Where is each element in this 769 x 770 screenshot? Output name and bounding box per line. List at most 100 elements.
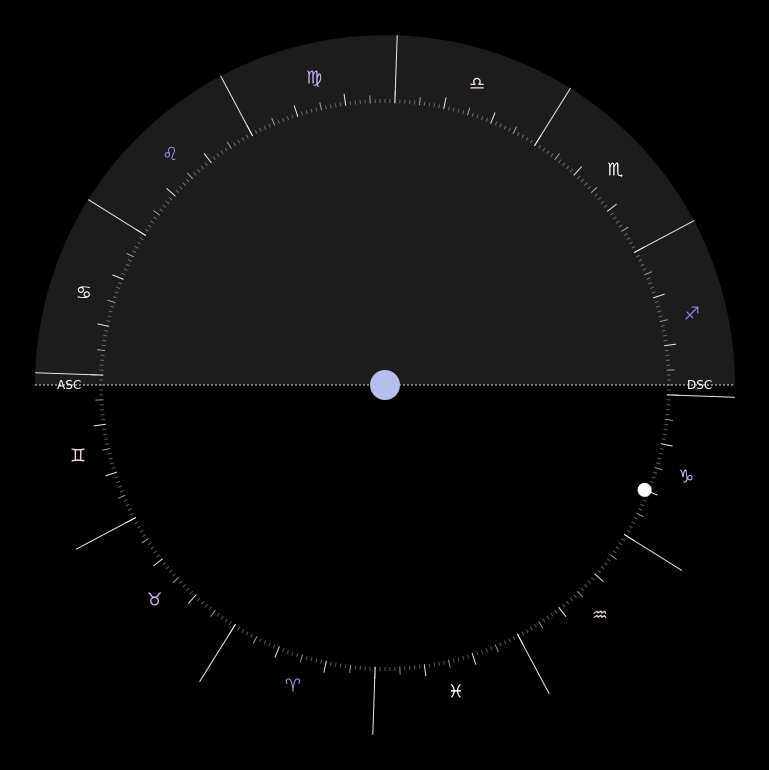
degree-tick bbox=[428, 663, 431, 668]
body-marker[interactable] bbox=[637, 482, 652, 497]
degree-tick bbox=[165, 200, 170, 205]
degree-tick bbox=[150, 220, 155, 224]
degree-tick bbox=[245, 134, 249, 139]
degree-tick bbox=[631, 245, 636, 249]
degree-tick bbox=[103, 433, 108, 436]
degree-tick bbox=[542, 147, 546, 152]
degree-tick bbox=[139, 237, 144, 241]
degree-tick bbox=[263, 125, 267, 130]
degree-tick bbox=[111, 466, 116, 470]
degree-tick bbox=[102, 447, 111, 451]
degree-tick bbox=[305, 655, 308, 661]
degree-tick bbox=[162, 562, 167, 566]
sign-divider bbox=[220, 75, 254, 137]
degree-tick bbox=[623, 233, 628, 236]
degree-tick bbox=[443, 660, 445, 665]
degree-tick bbox=[220, 615, 224, 620]
degree-tick bbox=[343, 93, 347, 106]
degree-tick bbox=[153, 210, 161, 216]
degree-tick bbox=[499, 642, 502, 647]
degree-tick bbox=[250, 633, 254, 638]
degree-tick bbox=[263, 640, 267, 645]
degree-tick bbox=[117, 494, 126, 499]
sign-glyphs: ♈︎♉︎♊︎♋︎♌︎♍︎♎︎♏︎♐︎♑︎♒︎♓︎ bbox=[70, 68, 700, 703]
degree-tick bbox=[538, 621, 544, 629]
degree-tick bbox=[132, 250, 137, 254]
degree-tick bbox=[466, 654, 470, 659]
degree-tick bbox=[587, 580, 592, 585]
degree-tick bbox=[618, 542, 623, 546]
degree-tick bbox=[137, 525, 142, 529]
degree-tick bbox=[241, 628, 245, 633]
degree-tick bbox=[277, 119, 280, 124]
degree-tick bbox=[165, 565, 170, 570]
aquarius-icon: ♒︎ bbox=[592, 605, 608, 626]
degree-tick bbox=[339, 663, 342, 668]
degree-tick bbox=[662, 334, 667, 337]
degree-tick bbox=[97, 323, 110, 327]
degree-tick bbox=[245, 631, 249, 636]
degree-tick bbox=[172, 576, 180, 584]
degree-tick bbox=[291, 651, 294, 656]
degree-tick bbox=[141, 538, 149, 544]
degree-tick bbox=[216, 153, 220, 158]
degree-tick bbox=[315, 658, 318, 663]
degree-tick bbox=[196, 597, 201, 602]
degree-tick bbox=[423, 101, 426, 106]
center-body[interactable] bbox=[370, 370, 400, 400]
degree-tick bbox=[153, 216, 158, 220]
degree-tick bbox=[606, 558, 611, 562]
degree-tick bbox=[172, 573, 176, 577]
degree-tick bbox=[220, 150, 224, 155]
degree-tick bbox=[259, 127, 262, 132]
degree-tick bbox=[485, 117, 488, 122]
degree-tick bbox=[642, 499, 647, 502]
degree-tick bbox=[423, 664, 427, 677]
degree-tick bbox=[594, 193, 598, 197]
degree-tick bbox=[603, 204, 608, 208]
degree-tick bbox=[107, 452, 112, 455]
degree-tick bbox=[615, 546, 620, 550]
degree-tick bbox=[521, 134, 525, 139]
degree-tick bbox=[534, 623, 537, 628]
degree-tick bbox=[117, 282, 122, 285]
degree-tick bbox=[112, 296, 117, 299]
degree-tick bbox=[621, 226, 629, 232]
degree-tick bbox=[208, 606, 212, 611]
degree-tick bbox=[254, 129, 258, 134]
degree-tick bbox=[664, 343, 677, 347]
degree-tick bbox=[480, 649, 484, 654]
degree-tick bbox=[142, 534, 147, 537]
degree-tick bbox=[644, 271, 653, 276]
degree-tick bbox=[565, 165, 570, 170]
sign-divider bbox=[75, 516, 137, 550]
degree-tick bbox=[127, 508, 132, 511]
degree-tick bbox=[546, 615, 550, 620]
libra-icon: ♎︎ bbox=[469, 73, 485, 94]
degree-tick bbox=[334, 662, 337, 667]
degree-tick bbox=[168, 196, 173, 201]
degree-tick bbox=[558, 606, 567, 617]
degree-tick bbox=[108, 457, 113, 460]
degree-tick bbox=[612, 550, 617, 554]
degree-tick bbox=[554, 153, 560, 161]
degree-tick bbox=[329, 104, 332, 109]
degree-tick bbox=[457, 657, 460, 662]
degree-tick bbox=[452, 658, 455, 663]
degree-tick bbox=[200, 600, 205, 605]
sign-divider bbox=[666, 394, 735, 398]
degree-tick bbox=[438, 661, 441, 666]
degree-tick bbox=[525, 137, 529, 142]
degree-tick bbox=[226, 141, 232, 149]
degree-tick bbox=[182, 182, 186, 186]
degree-tick bbox=[576, 590, 584, 598]
degree-tick bbox=[310, 657, 313, 662]
degree-tick bbox=[129, 512, 134, 516]
degree-tick bbox=[649, 480, 654, 484]
degree-tick bbox=[580, 587, 585, 592]
degree-tick bbox=[628, 525, 633, 529]
degree-tick bbox=[344, 664, 347, 669]
degree-tick bbox=[107, 315, 112, 318]
degree-tick bbox=[237, 626, 241, 631]
